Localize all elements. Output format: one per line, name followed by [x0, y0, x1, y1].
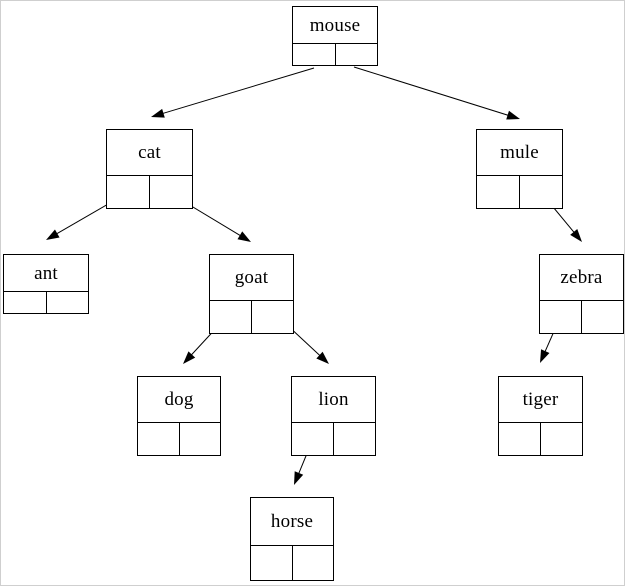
- tree-node-cat[interactable]: cat: [106, 129, 193, 209]
- right-pointer-cell[interactable]: [252, 301, 293, 333]
- tree-node-mouse[interactable]: mouse: [292, 6, 378, 66]
- pointer-cells: [138, 422, 220, 455]
- tree-edge-mouse-to-cat: [151, 67, 315, 118]
- edge-arrowhead: [151, 108, 165, 118]
- left-pointer-cell[interactable]: [292, 423, 334, 455]
- tree-node-label: tiger: [522, 389, 559, 410]
- right-pointer-cell[interactable]: [150, 176, 192, 208]
- pointer-cells: [477, 175, 562, 208]
- tree-node-mule[interactable]: mule: [476, 129, 563, 209]
- edge-arrowhead: [540, 349, 550, 363]
- left-pointer-cell[interactable]: [477, 176, 520, 208]
- pointer-cells: [4, 291, 88, 313]
- edge-arrowhead: [294, 471, 304, 485]
- tree-node-lion[interactable]: lion: [291, 376, 376, 456]
- tree-node-zebra[interactable]: zebra: [539, 254, 624, 334]
- left-pointer-cell[interactable]: [540, 301, 582, 333]
- left-pointer-cell[interactable]: [251, 546, 293, 580]
- left-pointer-cell[interactable]: [107, 176, 150, 208]
- right-pointer-cell[interactable]: [541, 423, 582, 455]
- pointer-cells: [499, 422, 582, 455]
- pointer-cells: [251, 545, 333, 580]
- tree-node-label: mouse: [309, 14, 361, 36]
- edge-arrowhead: [316, 351, 329, 364]
- left-pointer-cell[interactable]: [4, 292, 47, 313]
- edge-line: [161, 67, 315, 115]
- tree-node-goat[interactable]: goat: [209, 254, 294, 334]
- tree-node-label: ant: [34, 262, 58, 284]
- tree-node-dog[interactable]: dog: [137, 376, 221, 456]
- right-pointer-cell[interactable]: [334, 423, 375, 455]
- right-pointer-cell[interactable]: [582, 301, 623, 333]
- tree-node-label: mule: [500, 142, 539, 163]
- right-pointer-cell[interactable]: [520, 176, 562, 208]
- pointer-cells: [292, 422, 375, 455]
- tree-node-label: cat: [138, 142, 161, 163]
- edge-arrowhead: [46, 229, 60, 240]
- pointer-cells: [210, 300, 293, 333]
- tree-node-horse[interactable]: horse: [250, 497, 334, 581]
- left-pointer-cell[interactable]: [138, 423, 180, 455]
- tree-node-label: horse: [270, 511, 314, 532]
- right-pointer-cell[interactable]: [293, 546, 334, 580]
- pointer-cells: [107, 175, 192, 208]
- edge-arrowhead: [506, 110, 520, 120]
- tree-node-ant[interactable]: ant: [3, 254, 89, 314]
- edge-arrowhead: [237, 231, 251, 242]
- pointer-cells: [540, 300, 623, 333]
- tree-node-label: dog: [164, 389, 194, 410]
- tree-node-label: lion: [318, 389, 349, 410]
- edge-arrowhead: [570, 229, 582, 242]
- right-pointer-cell[interactable]: [336, 44, 378, 65]
- edge-arrowhead: [183, 351, 196, 364]
- pointer-cells: [293, 43, 377, 65]
- tree-edge-mouse-to-mule: [353, 66, 520, 120]
- left-pointer-cell[interactable]: [210, 301, 252, 333]
- tree-node-tiger[interactable]: tiger: [498, 376, 583, 456]
- tree-node-label: goat: [234, 267, 269, 288]
- edge-line: [353, 66, 510, 117]
- right-pointer-cell[interactable]: [47, 292, 89, 313]
- tree-node-label: zebra: [560, 267, 603, 288]
- left-pointer-cell[interactable]: [499, 423, 541, 455]
- left-pointer-cell[interactable]: [293, 44, 336, 65]
- right-pointer-cell[interactable]: [180, 423, 221, 455]
